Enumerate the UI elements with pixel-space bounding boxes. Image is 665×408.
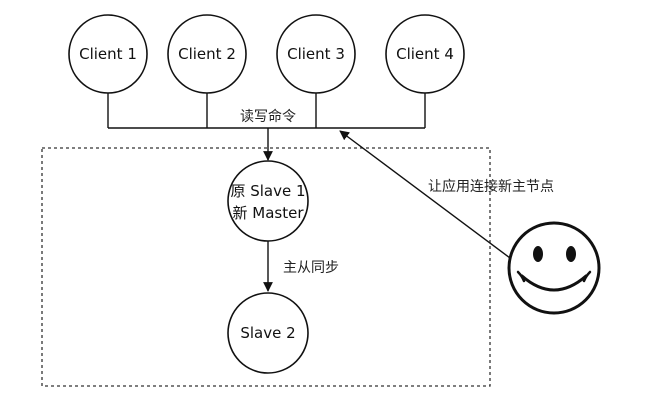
new-master-node[interactable]: 原 Slave 1 新 Master: [227, 160, 309, 242]
bus-label: 读写命令: [240, 108, 296, 125]
command-bus: [107, 93, 426, 129]
client-node-4[interactable]: Client 4: [385, 14, 465, 94]
new-master-label-line1: 原 Slave 1: [230, 182, 305, 200]
notify-arrow: [339, 130, 511, 259]
client-label: Client 4: [396, 45, 454, 63]
cluster-boundary: [41, 147, 491, 387]
slave2-node[interactable]: Slave 2: [227, 292, 309, 374]
client-label: Client 3: [287, 45, 345, 63]
client-label: Client 1: [79, 45, 137, 63]
client-label: Client 2: [178, 45, 236, 63]
new-master-label-line2: 新 Master: [233, 204, 305, 222]
smiley-face-icon: [507, 221, 601, 315]
sync-label: 主从同步: [283, 260, 339, 276]
client-node-1[interactable]: Client 1: [68, 14, 148, 94]
slave2-label: Slave 2: [240, 324, 295, 342]
notify-label: 让应用连接新主节点: [428, 178, 554, 195]
client-node-3[interactable]: Client 3: [276, 14, 356, 94]
client-node-2[interactable]: Client 2: [167, 14, 247, 94]
